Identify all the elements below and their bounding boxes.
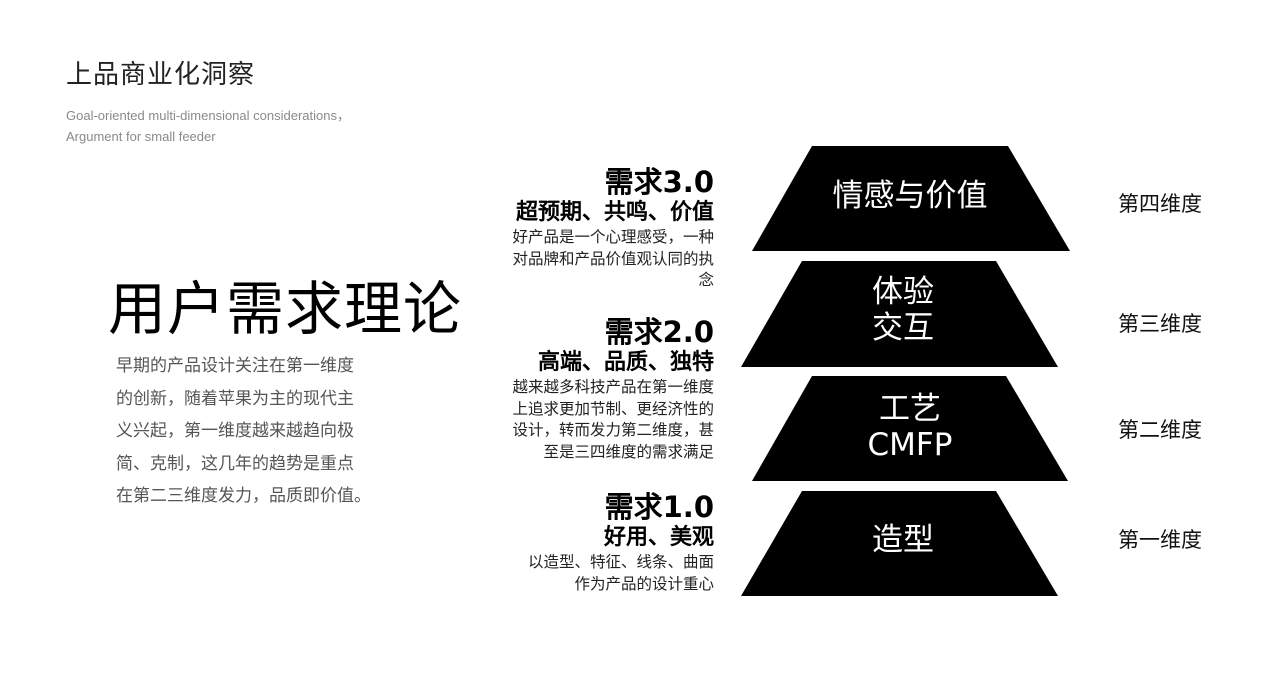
- intro-line: 简、克制，这几年的趋势是重点: [116, 453, 354, 474]
- requirement-description-line: 上追求更加节制、更经济性的: [512, 399, 714, 418]
- intro-line: 的创新，随着苹果为主的现代主: [116, 388, 354, 409]
- requirement-title: 需求1.0: [604, 490, 714, 524]
- requirement-block-3: 需求3.0 超预期、共鸣、价值 好产品是一个心理感受，一种 对品牌和产品价值观认…: [512, 165, 714, 292]
- pyramid-tier-text: 体验: [872, 274, 934, 310]
- requirement-subtitle: 高端、品质、独特: [537, 350, 714, 375]
- requirement-description: 越来越多科技产品在第一维度 上追求更加节制、更经济性的 设计，转而发力第二维度，…: [512, 377, 714, 463]
- requirement-description-line: 对品牌和产品价值观认同的执: [512, 249, 714, 268]
- pyramid-tier-label: 体验 交互: [802, 274, 1004, 346]
- header-subtitle-line-1: Goal-oriented multi-dimensional consider…: [66, 108, 350, 123]
- requirement-subtitle: 超预期、共鸣、价值: [515, 200, 714, 225]
- requirement-description: 好产品是一个心理感受，一种 对品牌和产品价值观认同的执 念: [512, 227, 714, 292]
- header-subtitle-line-2: Argument for small feeder: [66, 129, 216, 144]
- requirement-description-line: 作为产品的设计重心: [574, 574, 714, 593]
- dimension-label-4: 第四维度: [1118, 192, 1202, 216]
- dimension-label-2: 第二维度: [1118, 418, 1202, 442]
- pyramid-tier-1: [741, 491, 1058, 596]
- main-title: 用户需求理论: [108, 275, 463, 343]
- requirement-block-2: 需求2.0 高端、品质、独特 越来越多科技产品在第一维度 上追求更加节制、更经济…: [512, 315, 714, 463]
- requirement-title: 需求3.0: [604, 165, 714, 199]
- requirement-subtitle: 好用、美观: [603, 525, 714, 550]
- requirement-title: 需求2.0: [604, 315, 714, 349]
- requirement-description-line: 越来越多科技产品在第一维度: [512, 378, 714, 396]
- pyramid-tier-label: 情感与价值: [812, 178, 1008, 214]
- intro-paragraph: 早期的产品设计关注在第一维度 的创新，随着苹果为主的现代主 义兴起，第一维度越来…: [116, 350, 396, 513]
- intro-line: 早期的产品设计关注在第一维度: [116, 356, 354, 376]
- pyramid-tier-text: 造型: [872, 522, 934, 558]
- dimension-label-1: 第一维度: [1118, 528, 1202, 552]
- pyramid-tier-2: [752, 376, 1068, 481]
- intro-line: 在第二三维度发力，品质即价值。: [116, 486, 371, 506]
- requirement-description-line: 至是三四维度的需求满足: [543, 442, 714, 461]
- pyramid-tier-4: [752, 146, 1070, 251]
- requirement-description: 以造型、特征、线条、曲面 作为产品的设计重心: [528, 552, 714, 595]
- pyramid-tier-label: 造型: [802, 522, 1004, 558]
- dimension-label-3: 第三维度: [1118, 312, 1202, 336]
- requirement-block-1: 需求1.0 好用、美观 以造型、特征、线条、曲面 作为产品的设计重心: [528, 490, 714, 595]
- pyramid-tier-text: 情感与价值: [832, 178, 988, 214]
- requirement-description-line: 念: [698, 271, 714, 289]
- intro-line: 义兴起，第一维度越来越趋向极: [116, 421, 354, 441]
- requirement-description-line: 以造型、特征、线条、曲面: [527, 553, 714, 571]
- page-header-title: 上品商业化洞察: [66, 60, 256, 90]
- pyramid-tier-text: 交互: [872, 310, 934, 346]
- requirement-description-line: 设计，转而发力第二维度，甚: [512, 421, 714, 439]
- pyramid-tier-text: CMFP: [867, 427, 953, 463]
- pyramid-tier-3: [741, 261, 1058, 367]
- pyramid-tier-label: 工艺 CMFP: [812, 391, 1008, 463]
- pyramid-tier-text: 工艺: [879, 391, 941, 427]
- requirement-description-line: 好产品是一个心理感受，一种: [512, 228, 714, 246]
